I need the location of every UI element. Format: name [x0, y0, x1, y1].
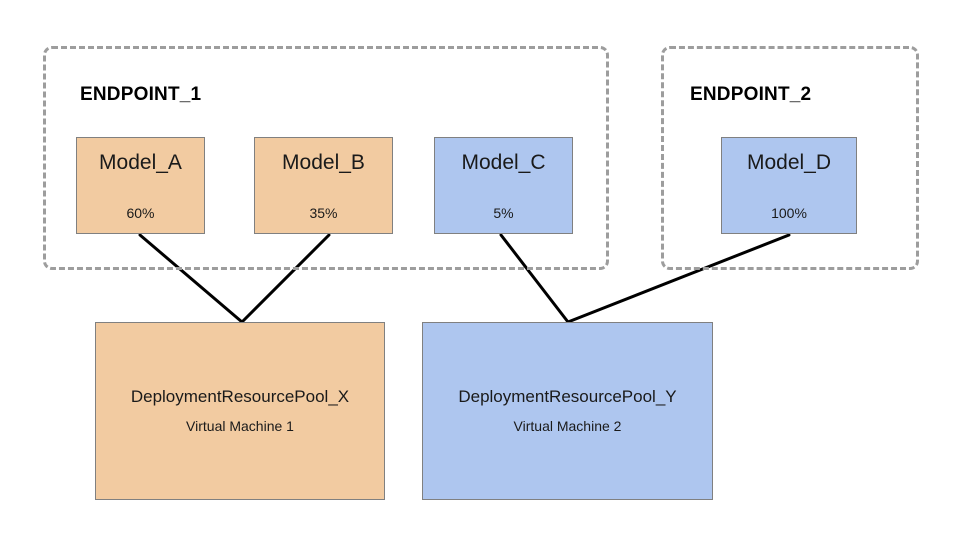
model-traffic-percent: 5% — [493, 205, 514, 221]
endpoint-group-1-label: ENDPOINT_1 — [80, 84, 202, 105]
resource-pool-name: DeploymentResourcePool_X — [130, 386, 350, 406]
model-name: Model_C — [461, 151, 546, 174]
model-traffic-percent: 60% — [126, 205, 155, 221]
model-box-a[interactable]: Model_A 60% — [76, 137, 205, 234]
endpoint-group-1[interactable] — [43, 46, 609, 270]
model-name: Model_D — [746, 151, 832, 174]
virtual-machine-label: Virtual Machine 1 — [186, 418, 294, 435]
model-box-b[interactable]: Model_B 35% — [254, 137, 393, 234]
model-traffic-percent: 100% — [771, 205, 807, 221]
endpoint-group-2[interactable] — [661, 46, 919, 270]
virtual-machine-label: Virtual Machine 2 — [513, 418, 622, 435]
model-name: Model_B — [282, 151, 365, 174]
endpoint-group-2-label: ENDPOINT_2 — [690, 84, 812, 105]
resource-pool-name: DeploymentResourcePool_Y — [458, 386, 677, 406]
model-box-c[interactable]: Model_C 5% — [434, 137, 573, 234]
model-traffic-percent: 35% — [309, 205, 338, 221]
model-box-d[interactable]: Model_D 100% — [721, 137, 857, 234]
model-name: Model_A — [99, 151, 182, 174]
resource-pool-box-y[interactable]: DeploymentResourcePool_Y Virtual Machine… — [422, 322, 713, 500]
resource-pool-box-x[interactable]: DeploymentResourcePool_X Virtual Machine… — [95, 322, 385, 500]
